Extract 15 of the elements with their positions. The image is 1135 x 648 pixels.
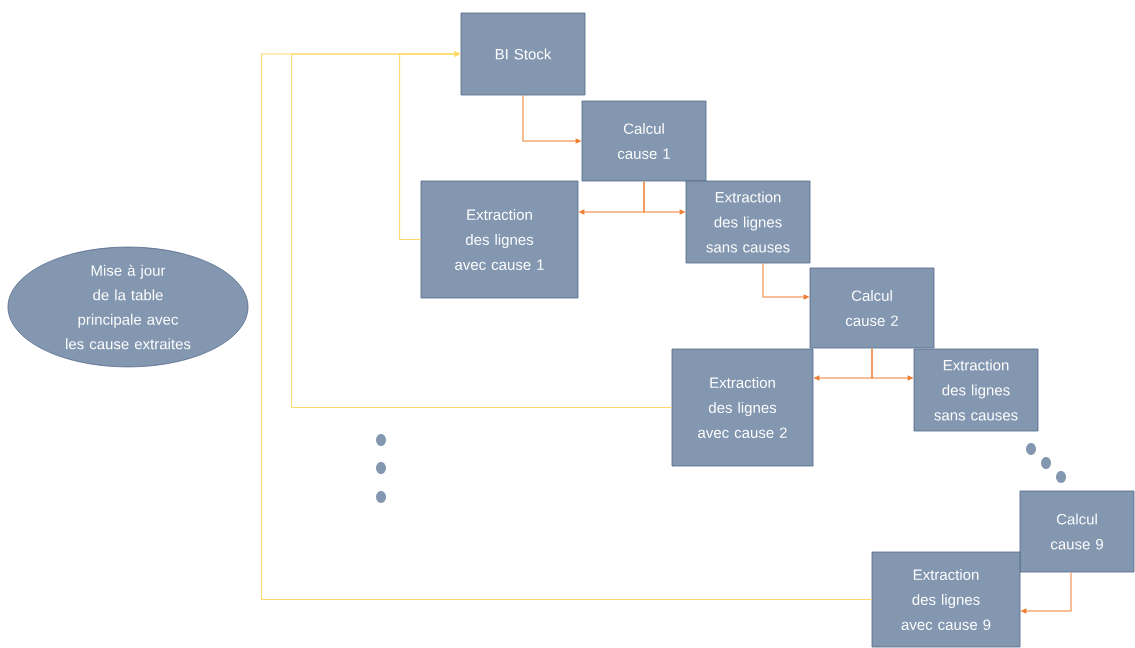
arrow: [1021, 571, 1072, 614]
process-box: Extraction des lignes avec cause 1: [420, 180, 579, 299]
arrow: [871, 347, 913, 381]
arrow: [522, 94, 581, 144]
process-box: Extraction des lignes avec cause 9: [871, 551, 1021, 648]
process-box: Calcul cause 1: [581, 100, 707, 182]
arrow: [762, 262, 809, 300]
process-box: Extraction des lignes avec cause 2: [671, 348, 814, 467]
arrow: [643, 180, 685, 215]
arrow: [261, 51, 873, 600]
process-box: Extraction des lignes sans causes: [913, 348, 1039, 432]
process-box: Extraction des lignes sans causes: [685, 180, 811, 264]
process-box: Calcul cause 2: [809, 267, 935, 349]
process-box: Calcul cause 9: [1019, 490, 1135, 573]
process-box: BI Stock: [460, 12, 586, 96]
